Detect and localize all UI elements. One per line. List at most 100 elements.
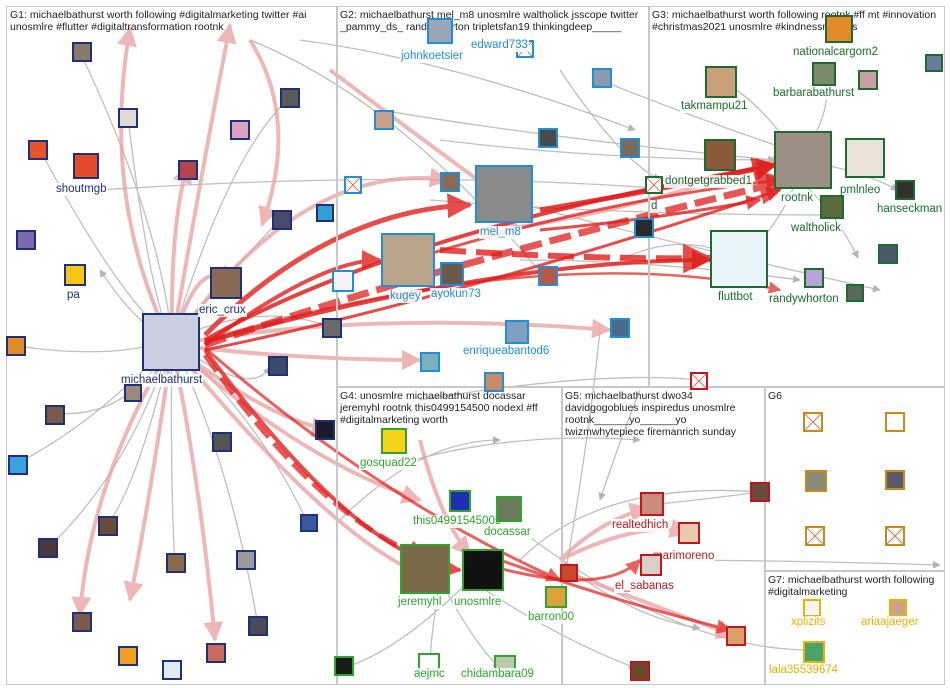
node-unlabeled[interactable] [72,612,92,632]
node-unlabeled[interactable] [726,626,746,646]
node-unlabeled[interactable] [6,336,26,356]
node-unlabeled[interactable] [72,42,92,62]
node-unlabeled[interactable] [38,538,58,558]
node-xplizits[interactable] [803,599,821,617]
node-mel-m8[interactable] [475,165,533,223]
node-unlabeled[interactable] [166,553,186,573]
node-unlabeled[interactable] [538,266,558,286]
node-unlabeled[interactable] [344,176,362,194]
label-kugey: kugey [389,290,422,303]
node-unlabeled[interactable] [750,482,770,502]
node-pmlnleo[interactable] [845,138,885,178]
node-unlabeled[interactable] [212,432,232,452]
node-nationalcargom2[interactable] [825,15,853,43]
node-michaelbathurst[interactable] [142,313,200,371]
node-unlabeled[interactable] [28,140,48,160]
node-unlabeled[interactable] [248,616,268,636]
node-unlabeled[interactable] [592,68,612,88]
node-unlabeled[interactable] [858,70,878,90]
node-fluttbot[interactable] [710,230,768,288]
node-unlabeled[interactable] [805,470,827,492]
node-unlabeled[interactable] [630,661,650,681]
node-unlabeled[interactable] [878,244,898,264]
node-unlabeled[interactable] [885,470,905,490]
node-unlabeled[interactable] [316,204,334,222]
node-rootnk[interactable] [774,131,832,189]
group-label-g3: G3: michaelbathurst worth following root… [652,9,939,33]
node-unlabeled[interactable] [334,656,354,676]
node-barron00[interactable] [545,586,567,608]
node-unlabeled[interactable] [236,550,256,570]
node-marimoreno[interactable] [678,522,700,544]
node-unlabeled[interactable] [118,108,138,128]
node-unlabeled[interactable] [124,384,142,402]
node-unlabeled[interactable] [322,318,342,338]
label-pmlnleo: pmlnleo [839,184,882,197]
node-unlabeled[interactable] [230,120,250,140]
node-unlabeled[interactable] [420,352,440,372]
node-unlabeled[interactable] [440,172,460,192]
node-unlabeled[interactable] [374,110,394,130]
node-unlabeled[interactable] [300,514,318,532]
node-johnkoetsier[interactable] [427,18,453,44]
node-unlabeled[interactable] [560,564,578,582]
node-unlabeled[interactable] [484,372,504,392]
node-waltholick[interactable] [820,195,844,219]
label-shoutmgb: shoutmgb [55,183,108,196]
node-unlabeled[interactable] [885,526,905,546]
label-hanseckman: hanseckman [876,203,944,216]
node-unlabeled[interactable] [45,405,65,425]
node-eric-crux[interactable] [210,267,242,299]
label-lala35539674: lala35539674 [768,664,840,677]
node-unlabeled[interactable] [206,643,226,663]
node-dontgetgrabbed1[interactable] [704,139,736,171]
node-unlabeled[interactable] [280,88,300,108]
label-pa: pa [66,289,81,302]
label-aejmc: aejmc [413,668,446,681]
node-unlabeled[interactable] [268,356,288,376]
node-enriqueabantod6[interactable] [505,320,529,344]
node-unlabeled[interactable] [178,160,198,180]
group-box-g4 [337,387,562,685]
node-unlabeled[interactable] [885,412,905,432]
node-unlabeled[interactable] [162,660,182,680]
node-realtedhich[interactable] [640,492,664,516]
node-unlabeled[interactable] [634,218,654,238]
node-unlabeled[interactable] [272,210,292,230]
node-d[interactable] [645,176,663,194]
node-hanseckman[interactable] [895,180,915,200]
node-unlabeled[interactable] [315,420,335,440]
node-unlabeled[interactable] [118,646,138,666]
node-randywhorton[interactable] [804,268,824,288]
node-unlabeled[interactable] [690,372,708,390]
node-ayokun73[interactable] [440,262,464,286]
node-takmampu21[interactable] [705,66,737,98]
node-kugey[interactable] [381,233,435,287]
node-unlabeled[interactable] [16,230,36,250]
node-unlabeled[interactable] [538,128,558,148]
node-lala35539674[interactable] [803,641,825,663]
node-unlabeled[interactable] [805,526,825,546]
group-label-g1: G1: michaelbathurst worth following #dig… [10,9,310,33]
node-unlabeled[interactable] [803,412,823,432]
node-this0499154500[interactable] [449,490,471,512]
node-jeremyhl[interactable] [400,544,450,594]
node-unlabeled[interactable] [98,516,118,536]
node-unlabeled[interactable] [620,138,640,158]
node-unlabeled[interactable] [332,270,354,292]
node-unlabeled[interactable] [610,318,630,338]
node-shoutmgb[interactable] [73,153,99,179]
label-takmampu21: takmampu21 [680,100,749,113]
node-docassar[interactable] [496,496,522,522]
node-el-sabanas[interactable] [640,554,662,576]
label-fluttbot: fluttbot [717,291,754,304]
node-unosmlre[interactable] [462,549,504,591]
group-box-g6 [765,387,945,571]
node-unlabeled[interactable] [846,284,864,302]
node-pa[interactable] [64,264,86,286]
node-gosquad22[interactable] [381,428,407,454]
node-barbarabathurst[interactable] [812,62,836,86]
node-unlabeled[interactable] [8,455,28,475]
node-ariaajaeger[interactable] [889,599,907,617]
node-unlabeled[interactable] [925,54,943,72]
